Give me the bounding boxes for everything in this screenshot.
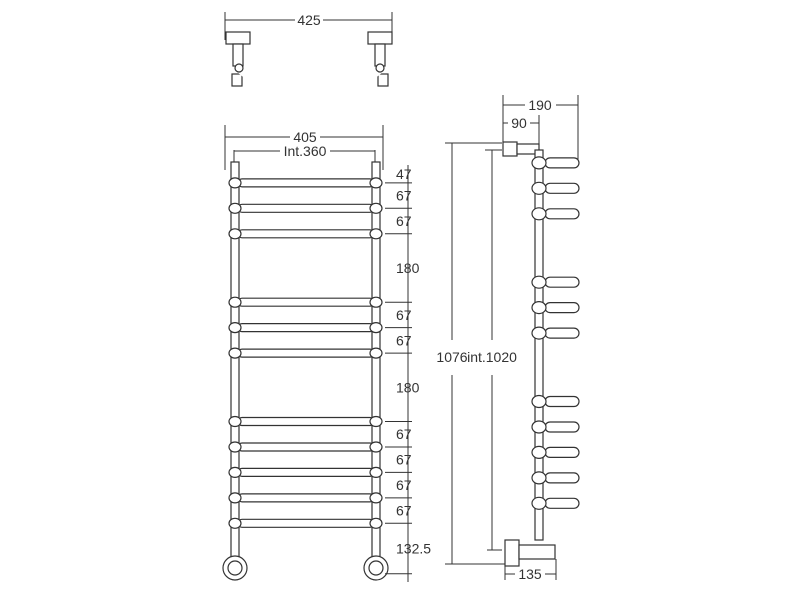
rail-joint [531,496,547,510]
side-rail [544,208,580,220]
rail [237,229,375,239]
rail-joint [228,415,242,428]
spacing-label: 67 [396,477,412,493]
rail-joint [531,394,547,409]
rail [237,467,375,477]
side-rail [544,157,580,169]
side-rail [544,497,580,509]
rail-joint [369,517,383,529]
rail-joint [369,322,383,334]
rail-joint [531,420,547,434]
rail-joint [531,326,547,340]
side-rail [544,327,580,339]
rail-joint [228,347,242,359]
rail [237,323,375,333]
front-view: 405 Int.360 47 67 67 180 67 67 180 67 67 67 67 132.… [222,125,431,582]
rail-joint [228,441,242,453]
side-rail [544,276,580,288]
spacing-label: 67 [396,426,412,442]
side-rail [544,395,580,408]
rail-joint [369,296,383,308]
rail-joint [531,275,547,289]
rail-joint [228,177,242,189]
spacing-label: 132.5 [396,541,431,557]
spacing-label: 47 [396,166,412,182]
rail-joint [531,471,547,485]
depth-total-label: 190 [528,97,552,113]
spacing-label: 67 [396,188,412,204]
depth-offset-label: 90 [511,115,527,131]
rail-joint [531,156,547,170]
rail-joint [228,228,242,240]
rail-joint [369,202,383,214]
rail-joint [369,441,383,453]
rail-joint [369,492,383,504]
rail-joint [228,202,242,214]
side-view: 190 90 1076 int.1020 135 [436,95,580,582]
rail-joint [531,207,547,221]
rail-joint [531,181,547,195]
valve-width-label: 135 [518,566,542,582]
side-rail [544,302,580,314]
spacing-label: 180 [396,260,420,276]
rail [237,416,375,427]
rail-joint [228,296,242,308]
side-rail [544,472,580,484]
rail [237,442,375,452]
rail-joint [369,415,383,428]
rail-joint [228,322,242,334]
spacing-label: 67 [396,213,412,229]
side-rail [544,446,580,458]
rail [237,348,375,358]
spacing-label: 67 [396,503,412,519]
side-rail [544,421,580,433]
rail-joint [531,301,547,315]
spacing-label: 67 [396,332,412,348]
side-rail [544,182,580,194]
rail-joint [228,466,242,478]
rail [237,518,375,528]
rail-joint [369,347,383,359]
rail-joint [531,445,547,459]
rail [237,178,375,188]
top-view: 425 [224,12,393,104]
rail-joint [369,228,383,240]
height-total-label: 1076 [436,349,467,365]
overall-width-label: 405 [293,129,317,145]
top-width-label: 425 [297,12,321,28]
height-internal-label: int.1020 [467,349,517,365]
rail-joint [228,492,242,504]
rail-joint [369,177,383,189]
spacing-label: 67 [396,452,412,468]
rail [237,493,375,503]
internal-width-label: Int.360 [284,143,327,159]
rail [237,203,375,213]
rail [237,297,375,307]
rail-joint [228,517,242,529]
rail-joint [369,466,383,478]
spacing-label: 180 [396,379,420,395]
spacing-label: 67 [396,307,412,323]
